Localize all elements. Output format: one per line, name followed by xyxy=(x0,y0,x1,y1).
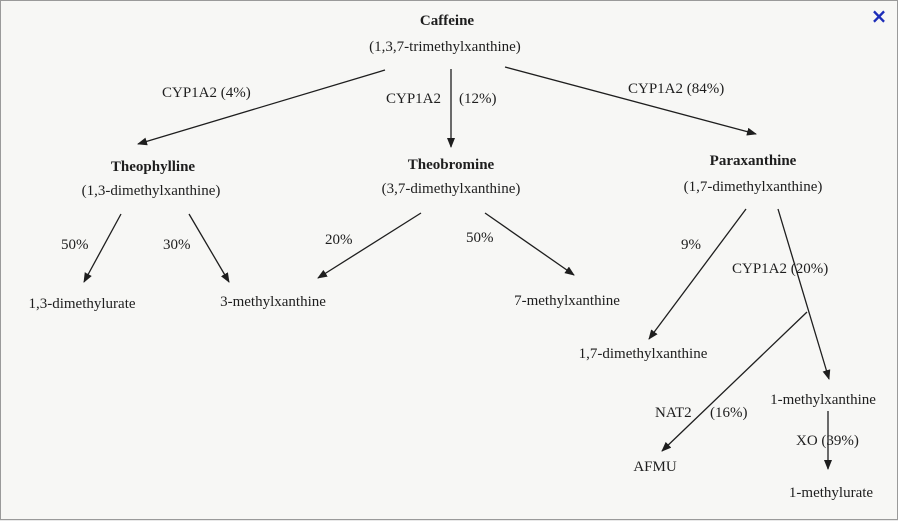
edge-label-tb-to-3mx: 20% xyxy=(325,232,353,248)
close-icon[interactable]: × xyxy=(870,4,888,28)
node-caffeine-name: Caffeine xyxy=(419,13,475,29)
edge-label-to-paraxanthine: CYP1A2 (84%) xyxy=(628,81,725,97)
edge-label-tb-to-7mx: 50% xyxy=(466,230,494,246)
node-paraxanthine-formula: (1,7-dimethylxanthine) xyxy=(683,179,823,195)
node-caffeine-formula: (1,3,7-trimethylxanthine) xyxy=(369,39,521,55)
node-paraxanthine-name: Paraxanthine xyxy=(709,153,797,169)
arrow-theophylline-dimethylurate xyxy=(83,213,122,283)
arrow-theobromine-3-methylxanthine xyxy=(317,212,422,279)
node-theobromine-name: Theobromine xyxy=(407,157,495,173)
node-theobromine-formula: (3,7-dimethylxanthine) xyxy=(381,181,521,197)
edge-label-px-to-17dmx: 9% xyxy=(681,237,701,253)
arrow-caffeine-theophylline xyxy=(137,69,386,146)
node-theophylline-name: Theophylline xyxy=(110,159,196,175)
arrow-branch-to-afmu xyxy=(661,311,808,452)
node-7-methylxanthine: 7-methylxanthine xyxy=(514,293,620,309)
edge-label-xo: XO (39%) xyxy=(796,433,859,449)
edge-label-theobromine-enzyme: CYP1A2 xyxy=(386,91,442,107)
arrow-paraxanthine-1-methylxanthine xyxy=(777,208,831,380)
node-13-dimethylurate: 1,3-dimethylurate xyxy=(28,296,136,312)
edge-label-theobromine-percent: (12%) xyxy=(459,91,497,107)
arrow-caffeine-paraxanthine xyxy=(504,66,757,136)
node-afmu: AFMU xyxy=(633,459,677,475)
edge-label-theo-to-3mx: 30% xyxy=(163,237,191,253)
arrow-theobromine-7-methylxanthine xyxy=(484,212,575,276)
node-1-methylurate: 1-methylurate xyxy=(788,485,874,501)
edge-label-nat2-enzyme: NAT2 xyxy=(655,405,692,421)
node-17-dimethylxanthine: 1,7-dimethylxanthine xyxy=(578,346,708,362)
node-1-methylxanthine: 1-methylxanthine xyxy=(770,392,876,408)
arrow-theophylline-3-methylxanthine xyxy=(188,213,230,283)
edge-label-px-cyp: CYP1A2 (20%) xyxy=(732,261,829,277)
edge-label-nat2-percent: (16%) xyxy=(710,405,748,421)
arrow-paraxanthine-17-dimethylxanthine xyxy=(648,208,747,340)
node-theophylline-formula: (1,3-dimethylxanthine) xyxy=(81,183,221,199)
edge-label-to-theophylline: CYP1A2 (4%) xyxy=(162,85,251,101)
edge-label-theo-to-dmu: 50% xyxy=(61,237,89,253)
node-3-methylxanthine: 3-methylxanthine xyxy=(220,294,326,310)
